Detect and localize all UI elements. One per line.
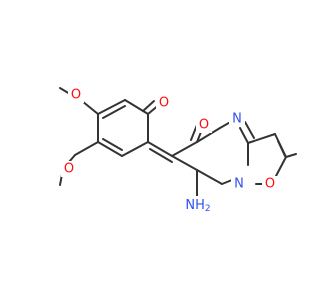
molecule-structure: O O O O N N O NH2 xyxy=(59,87,297,214)
label-bg xyxy=(156,95,172,111)
bond xyxy=(97,99,126,115)
bond xyxy=(171,141,198,157)
label-bg xyxy=(61,161,77,177)
bond xyxy=(121,141,149,157)
bond xyxy=(239,127,249,144)
bond xyxy=(149,148,173,163)
bond xyxy=(124,99,149,115)
amino-label: NH xyxy=(185,198,205,213)
bond xyxy=(97,141,123,157)
label-bg xyxy=(231,176,247,192)
bond xyxy=(247,133,276,144)
bond xyxy=(171,155,198,171)
bond xyxy=(102,105,126,119)
quinone-oxygen: O xyxy=(159,96,169,111)
methoxy-oxygen-bottom: O xyxy=(64,162,74,177)
bond xyxy=(285,153,297,158)
label-bg xyxy=(196,117,212,133)
methoxy-oxygen-top: O xyxy=(71,88,81,103)
ring-nitrogen-top: N xyxy=(232,112,242,127)
label-bg xyxy=(262,176,278,192)
bond xyxy=(244,121,255,139)
isoxazole-oxygen: O xyxy=(265,177,275,192)
bond xyxy=(221,179,233,185)
amino-group: NH2 xyxy=(185,198,210,215)
ketone-oxygen: O xyxy=(199,118,209,133)
bond xyxy=(102,138,123,151)
atom-labels: O O O O N N O NH2 xyxy=(61,87,278,214)
ring-nitrogen-fused: N xyxy=(234,177,244,192)
bond xyxy=(275,156,287,177)
bond xyxy=(74,141,99,156)
label-bg xyxy=(229,111,245,127)
label-bg xyxy=(188,196,212,212)
amino-subscript: 2 xyxy=(205,204,211,214)
bond xyxy=(81,100,99,115)
label-bg xyxy=(68,87,84,103)
bond xyxy=(147,141,173,157)
bond xyxy=(277,140,286,157)
bond xyxy=(196,127,221,143)
bond xyxy=(142,100,155,112)
bond xyxy=(196,169,223,185)
